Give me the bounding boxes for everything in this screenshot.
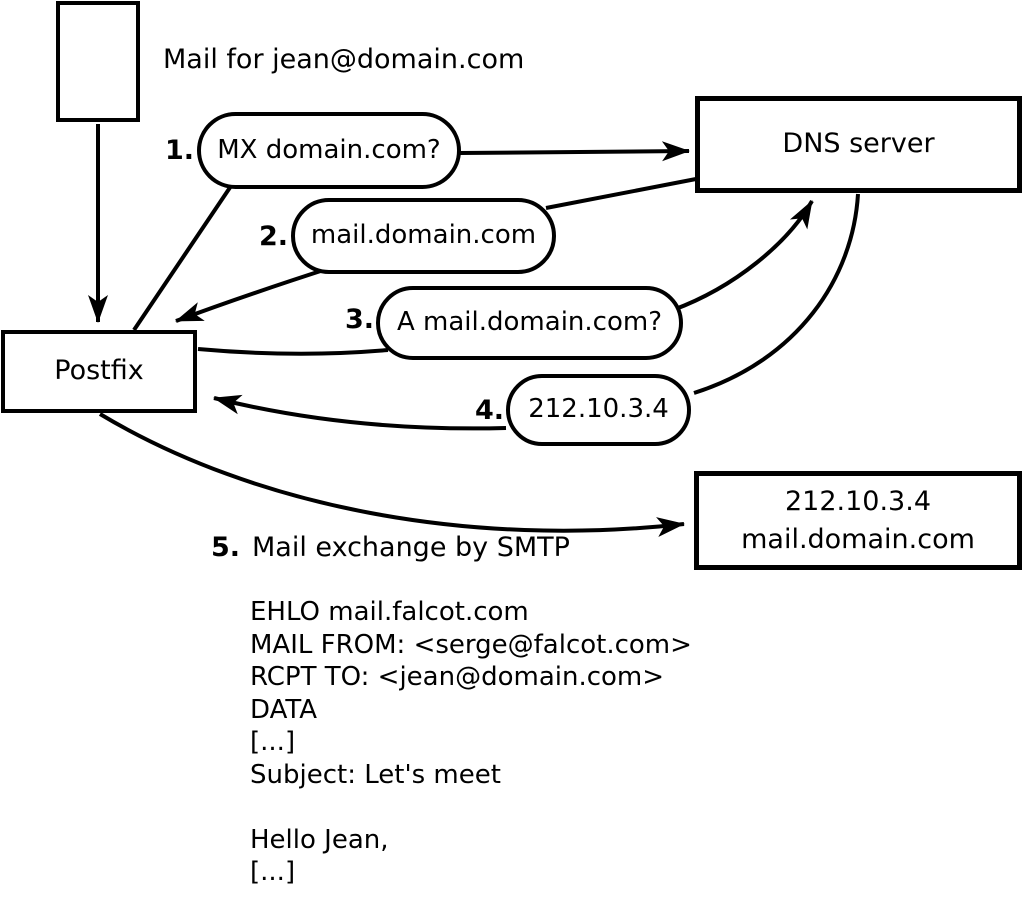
step-3-number: 3. <box>344 304 374 335</box>
answer-a-label: 212.10.3.4 <box>528 394 669 425</box>
arrow-query3-to-dns <box>672 200 814 312</box>
query-mx-pill: MX domain.com? <box>197 112 461 189</box>
dns-server-label: DNS server <box>782 128 935 160</box>
mail-server-ip: 212.10.3.4 <box>785 485 931 517</box>
postfix-label: Postfix <box>54 355 144 387</box>
mail-server-node: 212.10.3.4 mail.domain.com <box>694 471 1022 570</box>
line-postfix-to-query3 <box>197 347 389 356</box>
answer-a-pill: 212.10.3.4 <box>506 374 691 446</box>
dns-server-node: DNS server <box>695 96 1022 193</box>
answer-mx-label: mail.domain.com <box>310 220 537 251</box>
smtp-session-text: EHLO mail.falcot.com MAIL FROM: <serge@f… <box>250 597 692 887</box>
arrow-answer4-to-postfix <box>213 394 507 431</box>
arrow-answer2-to-postfix <box>175 265 334 323</box>
step-2-number: 2. <box>258 221 288 252</box>
step-5-number: 5. <box>210 532 240 563</box>
query-a-label: A mail.domain.com? <box>397 307 662 338</box>
line-postfix-to-query1 <box>132 184 233 332</box>
query-mx-label: MX domain.com? <box>217 134 441 165</box>
answer-mx-pill: mail.domain.com <box>291 198 556 274</box>
diagram-title: Mail for jean@domain.com <box>163 44 525 75</box>
step-1-number: 1. <box>164 135 194 166</box>
line-dns-to-answer4 <box>693 193 860 395</box>
mail-message-node <box>56 1 140 122</box>
arrow-query1-to-dns <box>458 141 690 162</box>
mail-server-hostname: mail.domain.com <box>741 523 975 555</box>
line-dns-to-answer2 <box>545 177 697 210</box>
query-a-pill: A mail.domain.com? <box>376 286 683 360</box>
step-4-number: 4. <box>474 395 504 426</box>
postfix-node: Postfix <box>1 330 197 413</box>
arrow-postfix-to-mailserver <box>98 412 685 537</box>
step-5-label: Mail exchange by SMTP <box>252 532 570 563</box>
